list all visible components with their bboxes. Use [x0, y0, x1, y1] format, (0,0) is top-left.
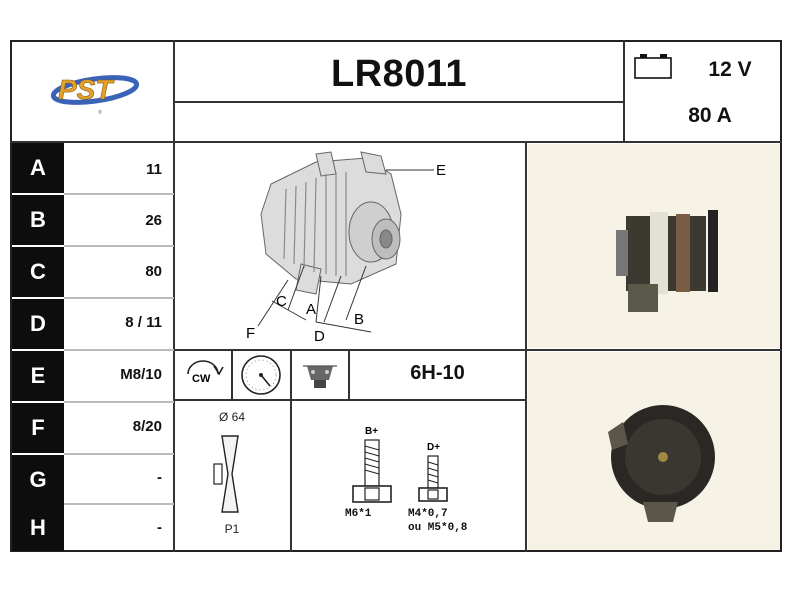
alternator-diagram: E C A B F D [176, 144, 524, 348]
spec-letter-h: H [12, 505, 64, 551]
grid-line [173, 349, 782, 351]
terminal-b-size: M6*1 [345, 508, 372, 520]
row-line [64, 453, 174, 455]
row-line [64, 503, 174, 505]
spec-value-a: 11 [146, 161, 162, 178]
spec-sheet-frame [10, 40, 782, 552]
terminal-b-label: B+ [365, 426, 378, 437]
spec-value-b: 26 [145, 212, 162, 229]
spec-value-f: 8/20 [132, 418, 162, 435]
spec-letter-g: G [12, 455, 64, 505]
rotation-cw-icon: CW [176, 352, 230, 398]
svg-text:®: ® [98, 109, 102, 116]
dim-label-d: D [314, 328, 325, 345]
dim-label-a: A [306, 301, 316, 318]
voltage-value: 12 V [708, 58, 752, 81]
grid-line [231, 349, 233, 399]
product-photo-front [528, 352, 780, 550]
part-number: LR8011 [330, 53, 468, 95]
grid-line [525, 141, 527, 552]
spec-value-h: - [157, 519, 162, 536]
dim-label-b: B [354, 311, 364, 328]
spec-letter-f: F [12, 403, 64, 453]
terminals-diagram: B+ D+ [335, 422, 495, 507]
pulley-type: P1 [224, 522, 240, 536]
brand-logo: PST ® [40, 62, 150, 122]
dim-label-c: C [276, 293, 287, 310]
spec-value-c: 80 [145, 263, 162, 280]
spec-letter-c: C [12, 247, 64, 297]
spec-letter-a: A [12, 143, 64, 193]
row-line [64, 297, 174, 299]
rotation-label: CW [192, 373, 211, 385]
svg-text:PST: PST [58, 74, 115, 105]
pulley-icon [200, 430, 260, 518]
spec-value-d: 8 / 11 [125, 314, 162, 331]
dim-label-f: F [246, 325, 255, 342]
battery-icon [633, 52, 675, 80]
grid-line [623, 40, 625, 142]
terminal-d-size-2: ou M5*0,8 [408, 522, 468, 534]
terminal-d-size-1: M4*0,7 [408, 508, 448, 520]
pulley-diameter: Ø 64 [218, 410, 245, 424]
grid-line [348, 349, 350, 399]
regulator-icon [293, 352, 347, 398]
spec-letter-d: D [12, 299, 64, 349]
row-line [64, 245, 174, 247]
dim-label-e: E [436, 162, 446, 179]
product-photo-side [528, 144, 780, 348]
terminal-d-label: D+ [427, 442, 440, 453]
grid-line [175, 101, 623, 103]
spec-value-g: - [157, 469, 162, 486]
regulator-code: 6H-10 [410, 362, 465, 384]
grid-line [10, 141, 782, 143]
gauge-icon [234, 352, 288, 398]
grid-line [173, 399, 526, 401]
grid-line [290, 349, 292, 552]
spec-letter-b: B [12, 195, 64, 245]
row-line [64, 349, 174, 351]
current-value: 80 A [688, 104, 732, 127]
row-line [64, 193, 174, 195]
grid-line [173, 40, 175, 552]
spec-value-e: M8/10 [120, 366, 162, 383]
row-line [64, 401, 174, 403]
spec-letter-e: E [12, 351, 64, 401]
